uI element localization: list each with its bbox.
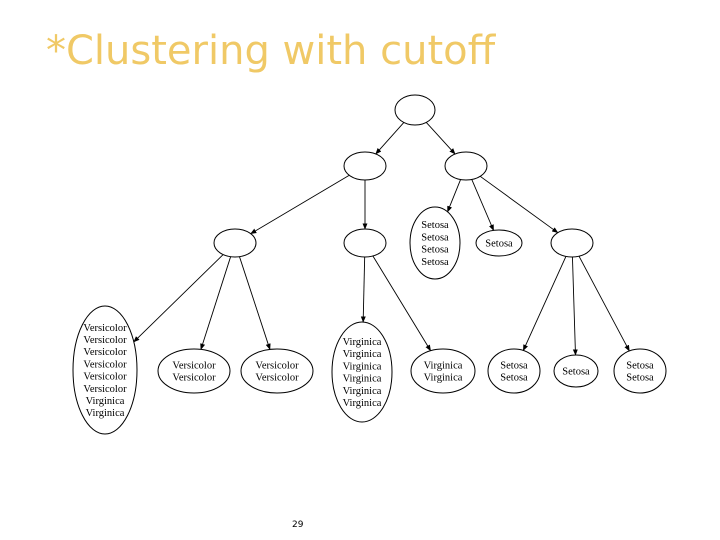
page-number: 29 xyxy=(292,520,304,530)
tree-node-root xyxy=(394,94,436,126)
node-ellipse xyxy=(409,206,461,280)
node-ellipse xyxy=(331,321,393,423)
node-ellipse xyxy=(613,348,667,394)
tree-node-l7: Setosa xyxy=(553,354,599,388)
node-ellipse xyxy=(444,151,488,181)
tree-node-l1: VersicolorVersicolorVersicolorVersicolor… xyxy=(72,305,138,435)
node-label: Versicolor xyxy=(172,360,216,371)
node-label: Versicolor xyxy=(83,384,127,395)
node-label: Setosa xyxy=(562,367,590,378)
node-ellipse xyxy=(343,228,387,258)
node-ellipse xyxy=(550,228,594,258)
edge-n1-to-n1a xyxy=(250,174,350,235)
tree-node-n1a xyxy=(213,228,257,258)
edge-n2c-to-l6 xyxy=(522,256,567,352)
node-label: Virginica xyxy=(343,386,382,397)
node-label: Setosa xyxy=(421,232,449,243)
node-label: Versicolor xyxy=(83,335,127,346)
node-label: Virginica xyxy=(343,374,382,385)
edge-n2-to-n2b xyxy=(471,179,494,231)
node-label: Setosa xyxy=(421,220,449,231)
node-label: Virginica xyxy=(86,408,125,419)
node-label: Virginica xyxy=(343,361,382,372)
node-label: Virginica xyxy=(424,373,463,384)
tree-node-n1b xyxy=(343,228,387,258)
node-label: Versicolor xyxy=(83,372,127,383)
node-label: Versicolor xyxy=(83,323,127,334)
tree-node-n2b: Setosa xyxy=(475,229,523,257)
tree-node-l4: VirginicaVirginicaVirginicaVirginicaVirg… xyxy=(331,321,393,423)
edge-n2c-to-l8 xyxy=(578,255,630,352)
node-label: Setosa xyxy=(485,239,513,250)
edge-n1b-to-l5 xyxy=(372,255,432,352)
node-ellipse xyxy=(343,151,387,181)
node-label: Setosa xyxy=(626,373,654,384)
node-label: Setosa xyxy=(421,245,449,256)
edge-n1a-to-l2 xyxy=(200,256,232,351)
node-label: Virginica xyxy=(424,360,463,371)
node-ellipse xyxy=(475,229,523,257)
node-label: Virginica xyxy=(343,337,382,348)
node-label: Setosa xyxy=(500,373,528,384)
tree-node-n2c xyxy=(550,228,594,258)
edge-n2-to-n2c xyxy=(479,175,559,234)
node-label: Versicolor xyxy=(83,359,127,370)
node-ellipse xyxy=(240,348,314,394)
node-ellipse xyxy=(487,348,541,394)
node-ellipse xyxy=(410,348,476,394)
node-label: Setosa xyxy=(421,257,449,268)
edge-root-to-n2 xyxy=(425,122,456,155)
edge-n2-to-n2a xyxy=(447,179,461,213)
edge-n1a-to-l3 xyxy=(239,256,271,351)
node-ellipse xyxy=(553,354,599,388)
slide-title: *Clustering with cutoff xyxy=(46,28,496,74)
node-label: Versicolor xyxy=(255,360,299,371)
tree-node-n1 xyxy=(343,151,387,181)
node-ellipse xyxy=(394,94,436,126)
tree-node-n2 xyxy=(444,151,488,181)
node-label: Versicolor xyxy=(255,373,299,384)
edge-n1a-to-l1 xyxy=(133,254,224,343)
node-ellipse xyxy=(213,228,257,258)
node-label: Virginica xyxy=(343,349,382,360)
node-label: Virginica xyxy=(86,396,125,407)
node-ellipse xyxy=(157,348,231,394)
node-label: Versicolor xyxy=(172,373,216,384)
node-label: Virginica xyxy=(343,398,382,409)
edge-n2c-to-l7 xyxy=(571,256,578,356)
node-ellipse xyxy=(72,305,138,435)
node-label: Setosa xyxy=(626,360,654,371)
node-label: Versicolor xyxy=(83,347,127,358)
node-label: Setosa xyxy=(500,360,528,371)
edge-n1b-to-l4 xyxy=(360,256,366,323)
edge-root-to-n1 xyxy=(375,122,405,155)
